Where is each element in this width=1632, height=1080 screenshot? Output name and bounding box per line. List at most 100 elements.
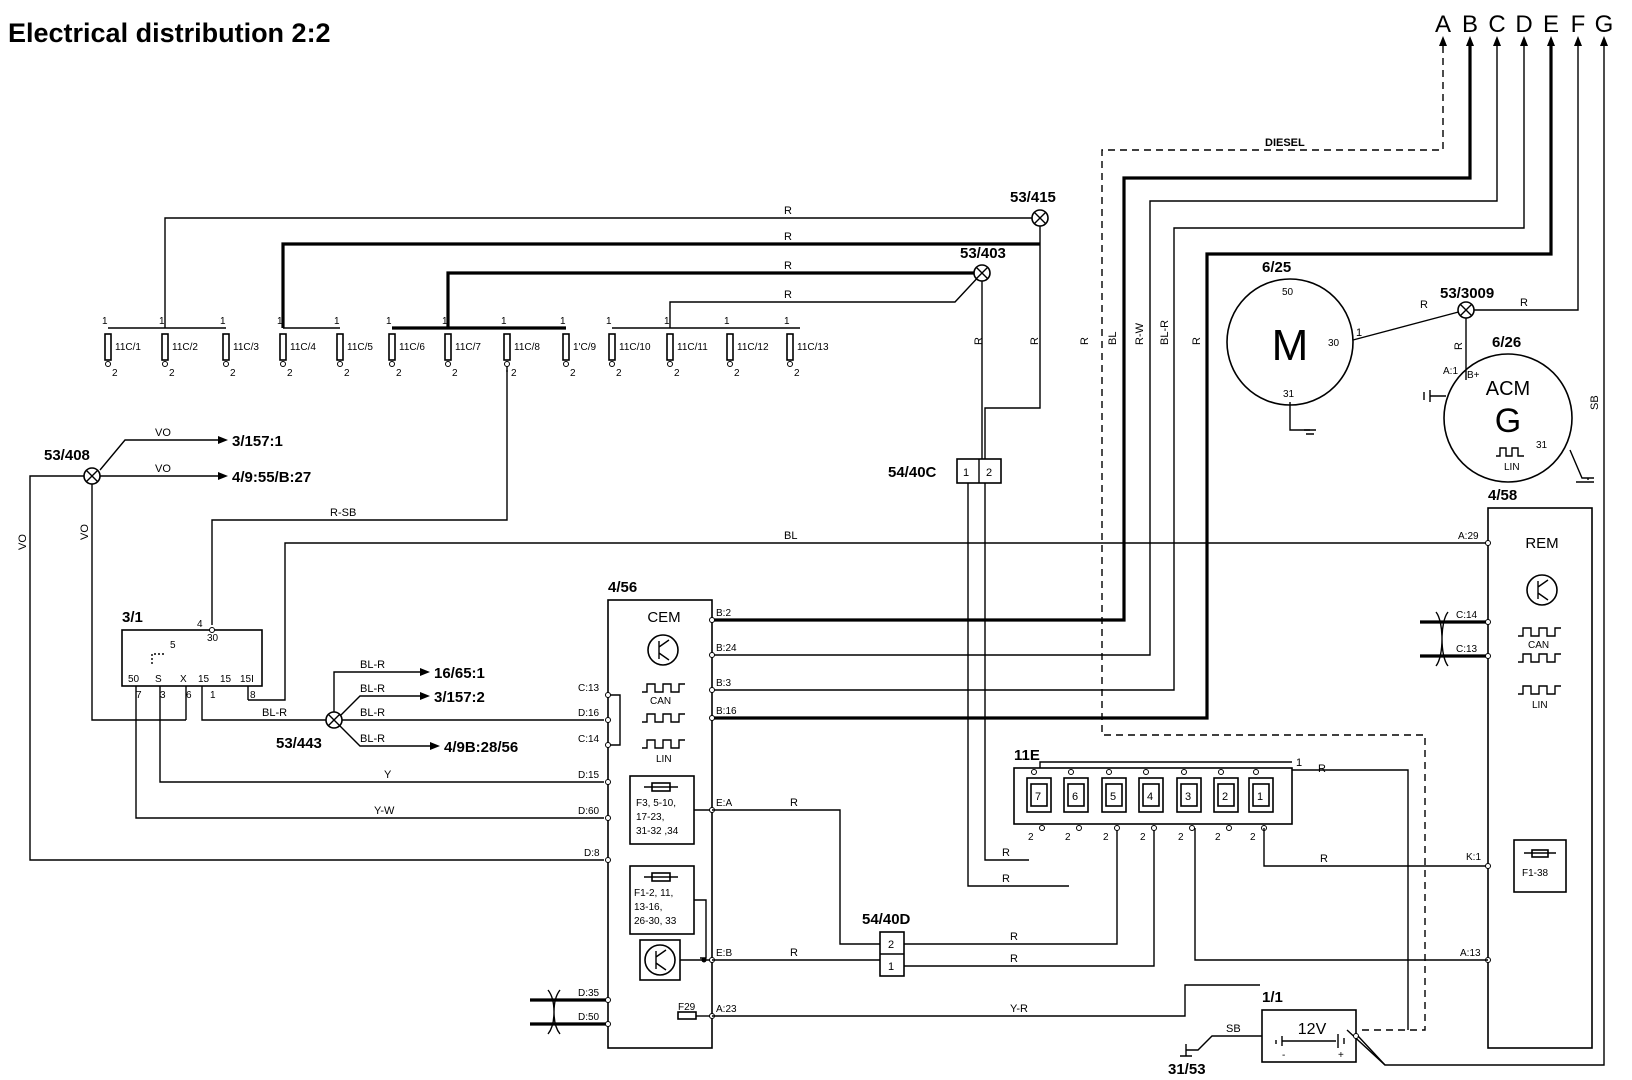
svg-text:R: R <box>1520 297 1528 309</box>
relay-11e-1: 12 <box>1248 769 1274 843</box>
svg-text:1: 1 <box>784 316 790 327</box>
svg-text:2: 2 <box>1215 832 1221 843</box>
svg-text:2: 2 <box>1028 832 1034 843</box>
svg-text:Y-R: Y-R <box>1010 1003 1028 1015</box>
svg-text:1: 1 <box>560 316 566 327</box>
svg-text:F29: F29 <box>678 1002 696 1013</box>
svg-text:BL-R: BL-R <box>360 683 385 695</box>
relay-11e-3: 32 <box>1176 769 1202 843</box>
wire-r-3: R <box>784 260 792 272</box>
svg-text:6/26: 6/26 <box>1492 334 1521 351</box>
svg-text:R: R <box>1318 763 1326 775</box>
svg-text:2: 2 <box>230 368 236 379</box>
relay-11e-4: 42 <box>1138 769 1164 843</box>
wire-r-4: R <box>784 289 792 301</box>
svg-text:6: 6 <box>1072 791 1078 803</box>
svg-text:4/9B:28/56: 4/9B:28/56 <box>444 739 518 756</box>
wire-label-sb: SB <box>1589 395 1601 410</box>
svg-text:11C/12: 11C/12 <box>737 342 769 353</box>
svg-text:2: 2 <box>570 368 576 379</box>
svg-text:30: 30 <box>1328 338 1340 349</box>
svg-text:G: G <box>1495 402 1521 440</box>
svg-text:E:A: E:A <box>716 798 732 809</box>
wire-r-1: R <box>784 205 792 217</box>
svg-text:11C/11: 11C/11 <box>677 342 708 353</box>
svg-text:F3, 5-10,: F3, 5-10, <box>636 798 676 809</box>
label-54-40c: 54/40C <box>888 464 937 481</box>
svg-text:4/9:55/B:27: 4/9:55/B:27 <box>232 469 311 486</box>
svg-text:LIN: LIN <box>1504 462 1520 473</box>
wire-label-r-e: R <box>1191 337 1203 345</box>
column-wires: DIESEL BL R-W BL-R R R SB <box>710 46 1605 1066</box>
fuse-row-11c: 1211C/11211C/21211C/31211C/41211C/51211C… <box>102 316 829 379</box>
relay-11e-7: 72 <box>1026 769 1052 843</box>
svg-text:2: 2 <box>888 939 894 951</box>
motor-6-25: M 6/25 50 30 31 1 R <box>1226 259 1467 435</box>
svg-text:B:24: B:24 <box>716 643 737 654</box>
column-f: F <box>1571 11 1586 38</box>
svg-text:11C/13: 11C/13 <box>797 342 829 353</box>
label-53-403: 53/403 <box>960 245 1006 262</box>
cem-module-4-56: 4/56 CEM CAN LIN F3, 5-10, 17-23, 31-32 … <box>530 579 737 1049</box>
svg-text:4/58: 4/58 <box>1488 487 1517 504</box>
svg-text:1: 1 <box>888 961 894 973</box>
svg-text:2: 2 <box>511 368 517 379</box>
svg-text:2: 2 <box>344 368 350 379</box>
svg-text:1/1: 1/1 <box>1262 989 1283 1006</box>
column-g: G <box>1595 11 1614 38</box>
wire-r-403: R <box>973 337 985 345</box>
svg-text:2: 2 <box>287 368 293 379</box>
ignition-switch-3-1: 3/1 4 30 5 50 S X 15 15 15I 7 3 6 1 8 BL… <box>121 609 604 819</box>
svg-text:11C/1: 11C/1 <box>115 342 141 353</box>
svg-text:15: 15 <box>198 674 210 685</box>
column-arrows <box>1439 36 1608 46</box>
svg-text:1: 1 <box>220 316 226 327</box>
svg-text:D:35: D:35 <box>578 988 600 999</box>
column-e: E <box>1543 11 1559 38</box>
svg-text:2: 2 <box>1140 832 1146 843</box>
svg-text:2: 2 <box>794 368 800 379</box>
svg-text:2: 2 <box>396 368 402 379</box>
svg-text:26-30, 33: 26-30, 33 <box>634 916 677 927</box>
svg-text:1: 1 <box>210 690 216 701</box>
svg-text:R: R <box>1010 953 1018 965</box>
svg-text:C:14: C:14 <box>578 734 600 745</box>
svg-text:BL-R: BL-R <box>360 733 385 745</box>
svg-text:31/53: 31/53 <box>1168 1061 1206 1078</box>
svg-text:31-32 ,34: 31-32 ,34 <box>636 826 679 837</box>
svg-text:F1-2, 11,: F1-2, 11, <box>634 888 673 899</box>
svg-text:3/157:1: 3/157:1 <box>232 433 283 450</box>
svg-text:VO: VO <box>155 463 171 475</box>
svg-text:CEM: CEM <box>647 609 680 626</box>
fuse-feeders: R R R R R R 53/415 53/403 <box>164 189 1056 472</box>
wire-label-rw: R-W <box>1134 322 1146 345</box>
svg-text:1: 1 <box>1356 327 1362 339</box>
svg-text:1: 1 <box>277 316 283 327</box>
page-title: Electrical distribution 2:2 <box>8 18 331 48</box>
svg-text:A:1: A:1 <box>1443 366 1458 377</box>
column-letters: A B C D E F G <box>1435 11 1613 38</box>
column-d: D <box>1515 11 1532 38</box>
svg-text:11C/2: 11C/2 <box>172 342 198 353</box>
svg-text:Y-W: Y-W <box>374 805 395 817</box>
svg-text:1: 1 <box>442 316 448 327</box>
svg-text:B:3: B:3 <box>716 678 731 689</box>
svg-text:-: - <box>1282 1050 1285 1061</box>
svg-text:31: 31 <box>1536 440 1548 451</box>
svg-text:SB: SB <box>1226 1023 1241 1035</box>
svg-text:A:13: A:13 <box>1460 948 1481 959</box>
svg-text:11C/5: 11C/5 <box>347 342 373 353</box>
svg-text:D:50: D:50 <box>578 1012 600 1023</box>
svg-text:1'C/9: 1'C/9 <box>573 342 596 353</box>
svg-text:1: 1 <box>606 316 612 327</box>
svg-text:R: R <box>1453 342 1465 350</box>
svg-text:S: S <box>155 674 162 685</box>
